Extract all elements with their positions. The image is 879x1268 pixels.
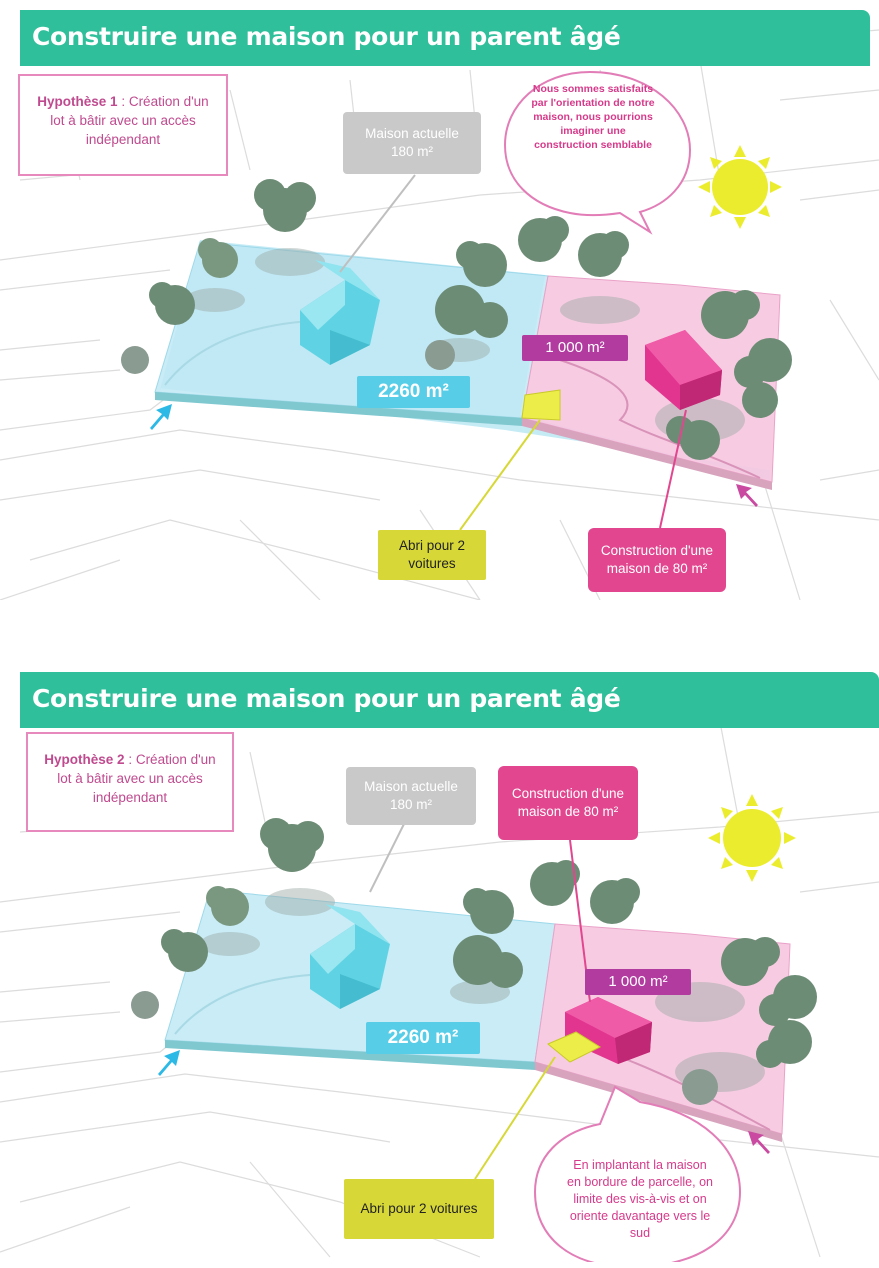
lot-new-edge [535,1062,782,1142]
carport [521,389,561,421]
hypothesis-box: Hypothèse 1 : Création d'un lot à bâtir … [18,74,228,176]
hypothesis-box: Hypothèse 2 : Création d'un lot à bâtir … [26,732,234,832]
lot-new-area-label: 1 000 m² [585,969,691,995]
existing-house-area: 180 m² [389,797,433,812]
hypothesis-text: : Création d'un lot à bâtir avec un accè… [50,94,209,147]
speech-bubble-shape [533,1085,742,1262]
speech-bubble-text: En implantant la maison en bordure de pa… [567,1158,713,1240]
leader-new-house [659,409,687,529]
access-arrow-new-icon [736,484,758,507]
carport-label: Abri pour 2 voitures [378,530,486,580]
site-plan-illustration [0,691,879,1262]
panel-hypothesis-1: Construire une maison pour un parent âgé… [0,0,879,600]
sun-icon [708,794,796,882]
new-house [645,330,722,410]
trees [131,818,817,1105]
leader-existing-house [369,821,406,893]
panel-title-banner: Construire une maison pour un parent âgé [20,672,879,728]
existing-house-title: Maison actuelle [365,126,459,141]
speech-bubble-shape [503,70,692,235]
sun-icon [698,145,782,229]
access-arrow-main-icon [150,404,172,430]
lot-main-area-label: 2260 m² [357,376,470,408]
hypothesis-label: Hypothèse 2 [44,752,125,767]
speech-bubble-text: Nous sommes satisfaits par l'orientation… [531,83,655,151]
existing-house-title: Maison actuelle [364,779,458,794]
driveway-new [559,359,761,479]
access-arrow-new-icon [748,1131,770,1154]
lot-main-edge [165,1040,535,1070]
panel-hypothesis-2: Construire une maison pour un parent âgé… [0,662,879,1262]
carport [547,1031,602,1063]
carport-label: Abri pour 2 voitures [344,1179,494,1239]
lot-main-area-label: 2260 m² [366,1022,480,1054]
panel-title: Construire une maison pour un parent âgé [32,22,621,51]
existing-house [300,260,380,365]
panel-title: Construire une maison pour un parent âgé [32,684,621,713]
lot-new-edge [522,418,772,490]
leader-carport [459,419,541,531]
existing-house-area: 180 m² [390,144,434,159]
leader-existing-house [339,174,416,273]
access-arrow-main-icon [158,1050,180,1076]
existing-house-label: Maison actuelle 180 m² [346,767,476,825]
site-plan-illustration [0,29,879,600]
hypothesis-label: Hypothèse 1 [37,94,118,109]
trees [121,179,792,460]
existing-house [310,904,390,1009]
lot-new-area-label: 1 000 m² [522,335,628,361]
new-house-label: Construction d'une maison de 80 m² [588,528,726,592]
panel-title-banner: Construire une maison pour un parent âgé [20,10,870,66]
new-house-label: Construction d'une maison de 80 m² [498,766,638,840]
existing-house-label: Maison actuelle 180 m² [343,112,481,174]
lot-main-edge [155,392,522,426]
hypothesis-text: : Création d'un lot à bâtir avec un accè… [57,752,216,805]
leader-carport [474,1056,556,1180]
